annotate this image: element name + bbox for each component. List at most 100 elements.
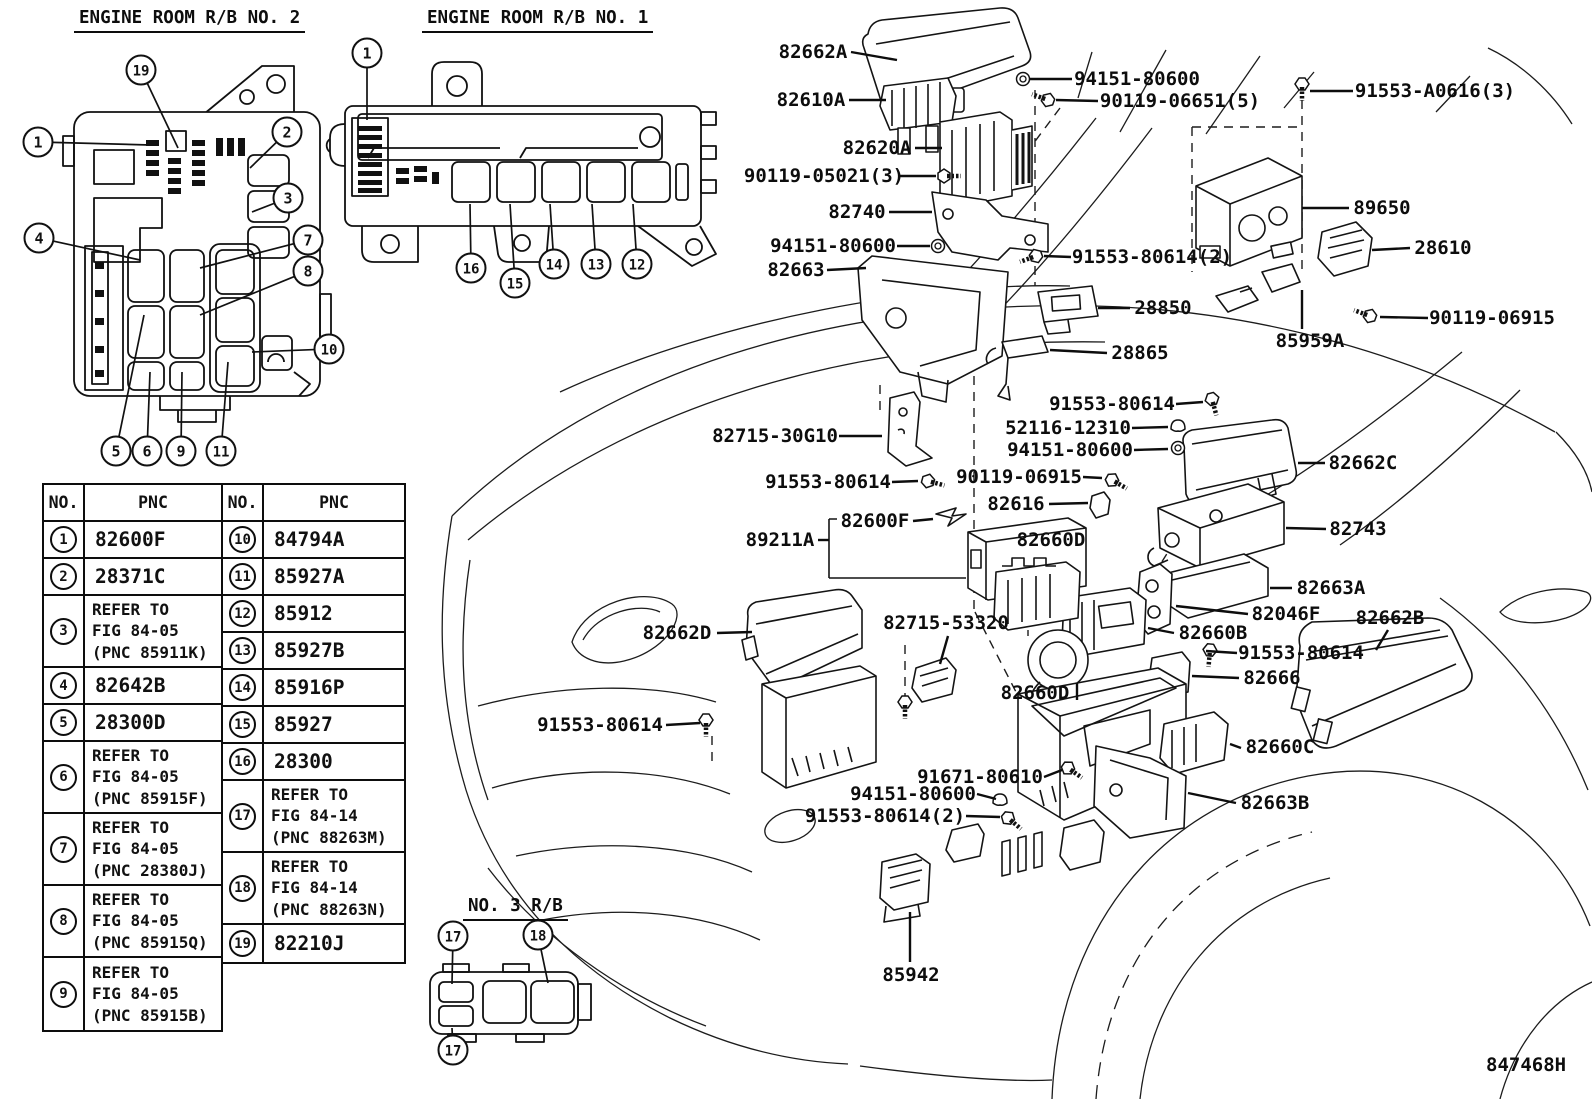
callout-line <box>221 361 229 437</box>
callout-line <box>469 203 472 254</box>
svg-text:16: 16 <box>463 262 480 278</box>
part-number-label: 52116-12310 <box>1005 417 1131 439</box>
no-cell: 5 <box>44 705 85 740</box>
leader-line <box>1229 742 1242 750</box>
part-number-label: 94151-80600 <box>850 783 976 805</box>
callout-9: 9 <box>165 435 197 467</box>
bolt-icon <box>999 809 1026 835</box>
svg-text:13: 13 <box>588 258 605 274</box>
callout-line <box>52 141 151 146</box>
pnc-cell: 82210J <box>264 925 404 962</box>
leader-line <box>912 517 934 523</box>
svg-text:9: 9 <box>176 443 185 461</box>
part-drawings <box>741 7 1473 923</box>
leader-line <box>1147 626 1175 635</box>
leader-line <box>1285 526 1327 531</box>
part-number-label: 90119-06651(5) <box>1099 90 1261 112</box>
callout-number-badge: 18 <box>229 874 256 902</box>
pnc-cell: 28300D <box>85 705 221 740</box>
callout-1: 1 <box>22 126 54 158</box>
part-number-label: 82715-53320 <box>883 612 1009 634</box>
part-number-label: 85942 <box>882 964 940 986</box>
callout-number-badge: 10 <box>229 526 256 553</box>
part-number-label: 82663 <box>767 259 825 281</box>
part-number-label: 82620A <box>842 137 912 159</box>
leader-line <box>1049 348 1108 355</box>
callout-number-badge: 4 <box>50 672 77 699</box>
leader-lines <box>665 50 1429 962</box>
no-cell: 7 <box>44 814 85 884</box>
callout-number-badge: 2 <box>50 563 77 590</box>
callout-line <box>180 371 183 437</box>
part-number-label: 82610A <box>776 89 846 111</box>
callout-line <box>199 242 295 269</box>
bolt-icon <box>1202 643 1218 667</box>
table-row: 19 82210J <box>223 925 404 962</box>
table-row: 15 85927 <box>223 707 404 744</box>
pnc-line: 85927A <box>274 565 345 588</box>
pnc-cell: 82642B <box>85 668 221 703</box>
callout-number-badge: 17 <box>229 802 256 830</box>
no-cell: 9 <box>44 958 85 1030</box>
callout-line <box>509 203 515 269</box>
part-number-label: 91671-80610 <box>917 766 1043 788</box>
rb2-box-drawing <box>62 65 332 423</box>
no-cell: 3 <box>44 596 85 666</box>
no-cell: 1 <box>44 522 85 557</box>
pnc-line: FIG 84-05 <box>92 621 179 641</box>
rb1-box-drawing <box>325 61 717 267</box>
pnc-cell: 28371C <box>85 559 221 594</box>
callout-number-badge: 19 <box>229 930 256 957</box>
leader-line <box>891 479 919 484</box>
table-header-row: NO.PNC <box>223 485 404 522</box>
svg-text:11: 11 <box>213 445 230 461</box>
leader-line <box>1043 254 1072 259</box>
part-number-label: 82666 <box>1243 667 1301 689</box>
part-number-label: 89650 <box>1353 197 1411 219</box>
rb2-title: ENGINE ROOM R/B NO. 2 <box>74 8 306 33</box>
leader-line <box>1131 425 1169 430</box>
callout-line <box>251 348 315 353</box>
col-header-pnc: PNC <box>138 493 168 512</box>
svg-text:17: 17 <box>445 1044 462 1060</box>
pnc-line: FIG 84-05 <box>92 839 179 859</box>
bolt-icon <box>1204 391 1223 417</box>
callout-14: 14 <box>538 248 570 280</box>
svg-text:17: 17 <box>445 930 462 946</box>
no-cell: 16 <box>223 744 264 779</box>
no-cell: 2 <box>44 559 85 594</box>
pnc-line: REFER TO <box>92 818 170 838</box>
pnc-line: FIG 84-05 <box>92 767 179 787</box>
callout-line <box>591 203 596 250</box>
bolt-icon <box>1103 471 1130 495</box>
part-number-label: 85959A <box>1275 330 1345 352</box>
leader-line <box>1371 246 1411 252</box>
part-number-label: 82660B <box>1178 622 1248 644</box>
callout-17: 17 <box>437 1034 469 1066</box>
part-number-label: 82662B <box>1355 607 1425 629</box>
callout-17: 17 <box>437 920 469 952</box>
pnc-cell: 85927 <box>264 707 404 742</box>
leader-line <box>1191 674 1240 680</box>
pnc-line: FIG 84-05 <box>92 911 179 931</box>
svg-text:2: 2 <box>282 124 291 142</box>
no-cell: 10 <box>223 522 264 557</box>
callout-number-badge: 13 <box>229 637 256 664</box>
callout-number-badge: 15 <box>229 711 256 738</box>
table-row: 4 82642B <box>44 668 221 705</box>
callout-2: 2 <box>271 116 303 148</box>
callout-line <box>249 141 278 169</box>
pnc-line: 82600F <box>95 528 166 551</box>
pnc-cell: 85927A <box>264 559 404 594</box>
leader-line <box>665 721 701 727</box>
callout-number-badge: 6 <box>50 763 77 791</box>
